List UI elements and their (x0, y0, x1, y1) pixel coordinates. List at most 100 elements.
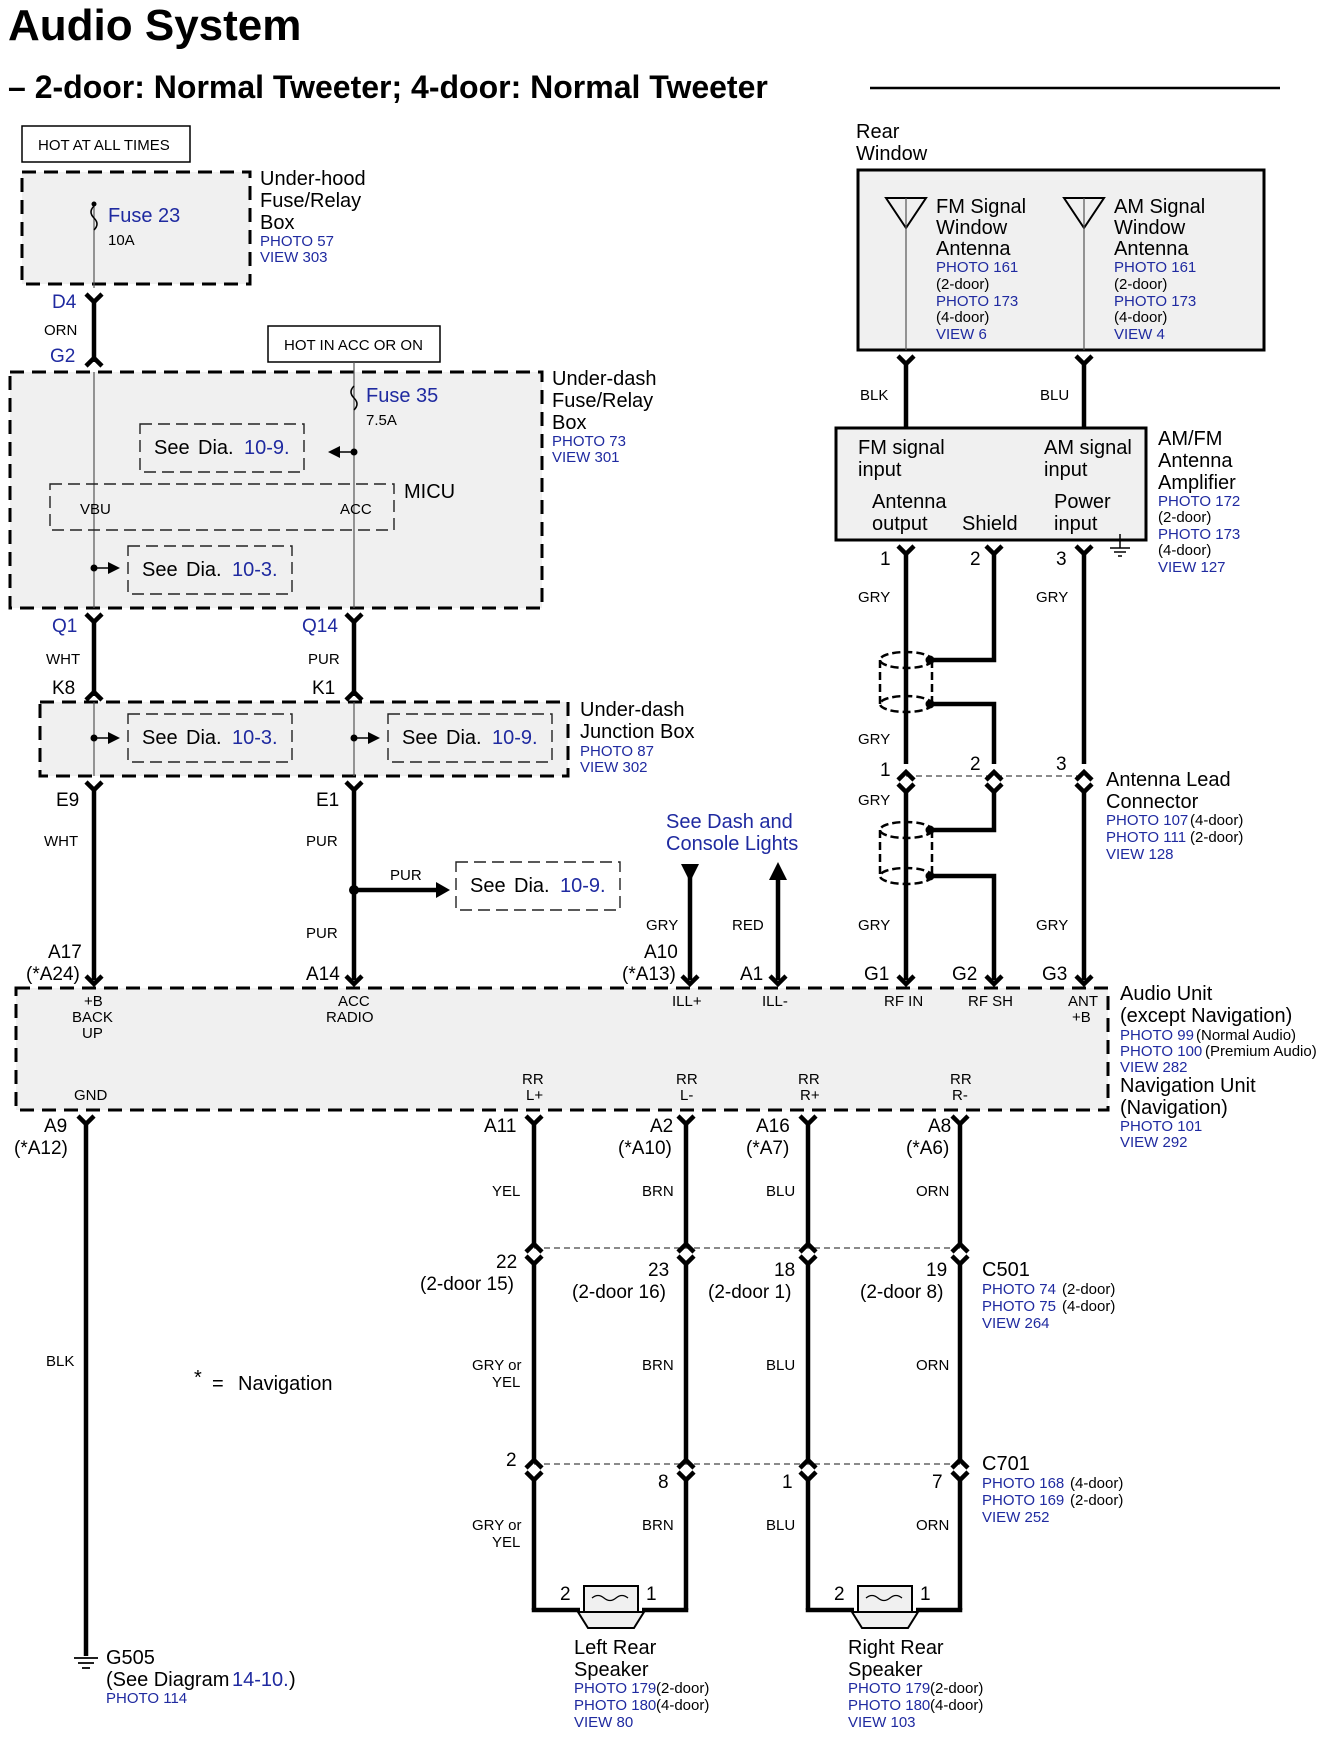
see-dia-103-link-b[interactable]: 10-3. (232, 727, 278, 749)
c501-p23n: (2-door 16) (572, 1282, 666, 1303)
micu-acc-label: ACC (340, 501, 372, 518)
c501-p18: 18 (774, 1260, 795, 1281)
c701-p8: 8 (658, 1472, 669, 1493)
wire-gry-rf-label-1: GRY (858, 589, 890, 606)
c501-pin (798, 1240, 818, 1254)
wire-pur-label-2: PUR (306, 833, 338, 850)
wire-orn-label: ORN (44, 322, 77, 339)
c501-p22: 22 (496, 1252, 517, 1273)
amp-name-1: AM/FM (1158, 428, 1222, 450)
wire-blu-label-2: BLU (766, 1357, 795, 1374)
amp-pin-3: 3 (1056, 549, 1067, 570)
see-dia-109-link-b[interactable]: 10-9. (492, 727, 538, 749)
fuse23-node (91, 201, 97, 207)
ground-ref-link[interactable]: 14-10. (232, 1669, 289, 1691)
audio-accr-2: RADIO (326, 1009, 374, 1026)
pin-g1: G1 (864, 964, 889, 985)
wire-brn-label-3: BRN (642, 1517, 674, 1534)
wire-yel2-label-1: YEL (492, 1374, 520, 1391)
left-spk-wire-a (531, 1607, 580, 1613)
pin-g2-connector (84, 354, 104, 368)
audio-illm: ILL- (762, 993, 788, 1010)
see-dia-109-link-c[interactable]: 10-9. (560, 875, 606, 897)
amp-am-2: input (1044, 459, 1088, 481)
audio-rrl-2: RR (676, 1071, 698, 1088)
c701-name: C701 (982, 1453, 1030, 1475)
c501-p2n: (4-door) (1062, 1298, 1115, 1315)
fuse23-fuse-icon (90, 205, 98, 231)
arrow-down-icon (681, 864, 699, 882)
wire-shield-2 (930, 701, 997, 764)
wire-pur-branch-label: PUR (390, 867, 422, 884)
pin-a2: A2 (650, 1116, 673, 1137)
underhood-fuse-box (20, 170, 252, 286)
amp-pin-1: 1 (880, 549, 891, 570)
pin-a9-nav: (*A12) (14, 1138, 68, 1159)
junction-box (38, 700, 570, 778)
wire-gry-ill-label: GRY (646, 917, 678, 934)
ground-icon (74, 1657, 98, 1669)
dash-lights-link-1[interactable]: See Dash and (666, 811, 793, 833)
amp-p2n: (4-door) (1158, 542, 1211, 559)
pin-a11: A11 (484, 1116, 516, 1137)
wire-shield-4 (930, 790, 997, 833)
fm-ant-1: FM Signal (936, 196, 1026, 218)
micu-name: MICU (404, 481, 455, 503)
audio-rrrm: R- (952, 1087, 968, 1104)
audio-nav-1: Navigation Unit (1120, 1075, 1256, 1097)
underhood-view: VIEW 303 (260, 249, 328, 266)
see-dia-109-box-c (455, 861, 621, 911)
coax-node (925, 699, 935, 709)
see-dia-103-link-a[interactable]: 10-3. (232, 559, 278, 581)
audio-rrrp: R+ (800, 1087, 820, 1104)
audio-backup-3: UP (82, 1025, 103, 1042)
am-ant-view: VIEW 4 (1114, 326, 1165, 343)
underdash-fuse-name-1: Under-dash (552, 368, 657, 390)
pin-e1: E1 (316, 790, 339, 811)
ground-photo: PHOTO 114 (106, 1690, 187, 1707)
fuse35-label: Fuse 35 (366, 385, 438, 407)
underdash-fuse-name-3: Box (552, 412, 586, 434)
audio-view1: VIEW 282 (1120, 1059, 1188, 1076)
amp-p1n: (2-door) (1158, 509, 1211, 526)
fm-ant-p2n: (4-door) (936, 309, 989, 326)
dash-lights-link-2[interactable]: Console Lights (666, 833, 798, 855)
am-ant-photo2: PHOTO 173 (1114, 293, 1196, 310)
rear-window-2: Window (856, 143, 928, 165)
ground-see: (See Diagram (106, 1669, 229, 1691)
fm-ant-photo1: PHOTO 161 (936, 259, 1018, 276)
junction-view: VIEW 302 (580, 759, 648, 776)
ground-name: G505 (106, 1647, 155, 1669)
amp-photo2: PHOTO 173 (1158, 526, 1240, 543)
audio-view2: VIEW 292 (1120, 1134, 1188, 1151)
audio-illp: ILL+ (672, 993, 702, 1010)
arrow-right-icon (108, 562, 120, 574)
see-text: See (154, 437, 190, 459)
wire-blu-label-3: BLU (766, 1517, 795, 1534)
lead-pin2-connector (984, 768, 1004, 782)
underdash-fuse-name-2: Fuse/Relay (552, 390, 653, 412)
lead-p2n: (2-door) (1190, 829, 1243, 846)
see-dia-109-link-a[interactable]: 10-9. (244, 437, 290, 459)
wire-gry-ant-label-1: GRY (1036, 589, 1068, 606)
lead-p1n: (4-door) (1190, 812, 1243, 829)
nav-note-text: Navigation (238, 1373, 333, 1395)
audio-rfin: RF IN (884, 993, 923, 1010)
audio-ant-1: ANT (1068, 993, 1098, 1010)
arrow-up-icon (769, 862, 787, 880)
left-spk-2: Speaker (574, 1659, 649, 1681)
wire-yel2-label-2: YEL (492, 1534, 520, 1551)
right-spk-1: Right Rear (848, 1637, 944, 1659)
am-ant-1: AM Signal (1114, 196, 1205, 218)
page-subtitle: – 2-door: Normal Tweeter; 4-door: Normal… (8, 69, 768, 105)
pin-k8-connector (84, 688, 104, 702)
right-spk-photo2: PHOTO 180 (848, 1697, 930, 1714)
pin-a10-nav: (*A13) (622, 964, 676, 985)
micu-vbu-label: VBU (80, 501, 111, 518)
audio-rrr-1: RR (798, 1071, 820, 1088)
junction-photo: PHOTO 87 (580, 743, 654, 760)
micu-box (49, 483, 395, 531)
hot-at-all-times-label: HOT AT ALL TIMES (38, 137, 170, 154)
underhood-photo: PHOTO 57 (260, 233, 334, 250)
right-spk-wire-b (916, 1607, 963, 1613)
